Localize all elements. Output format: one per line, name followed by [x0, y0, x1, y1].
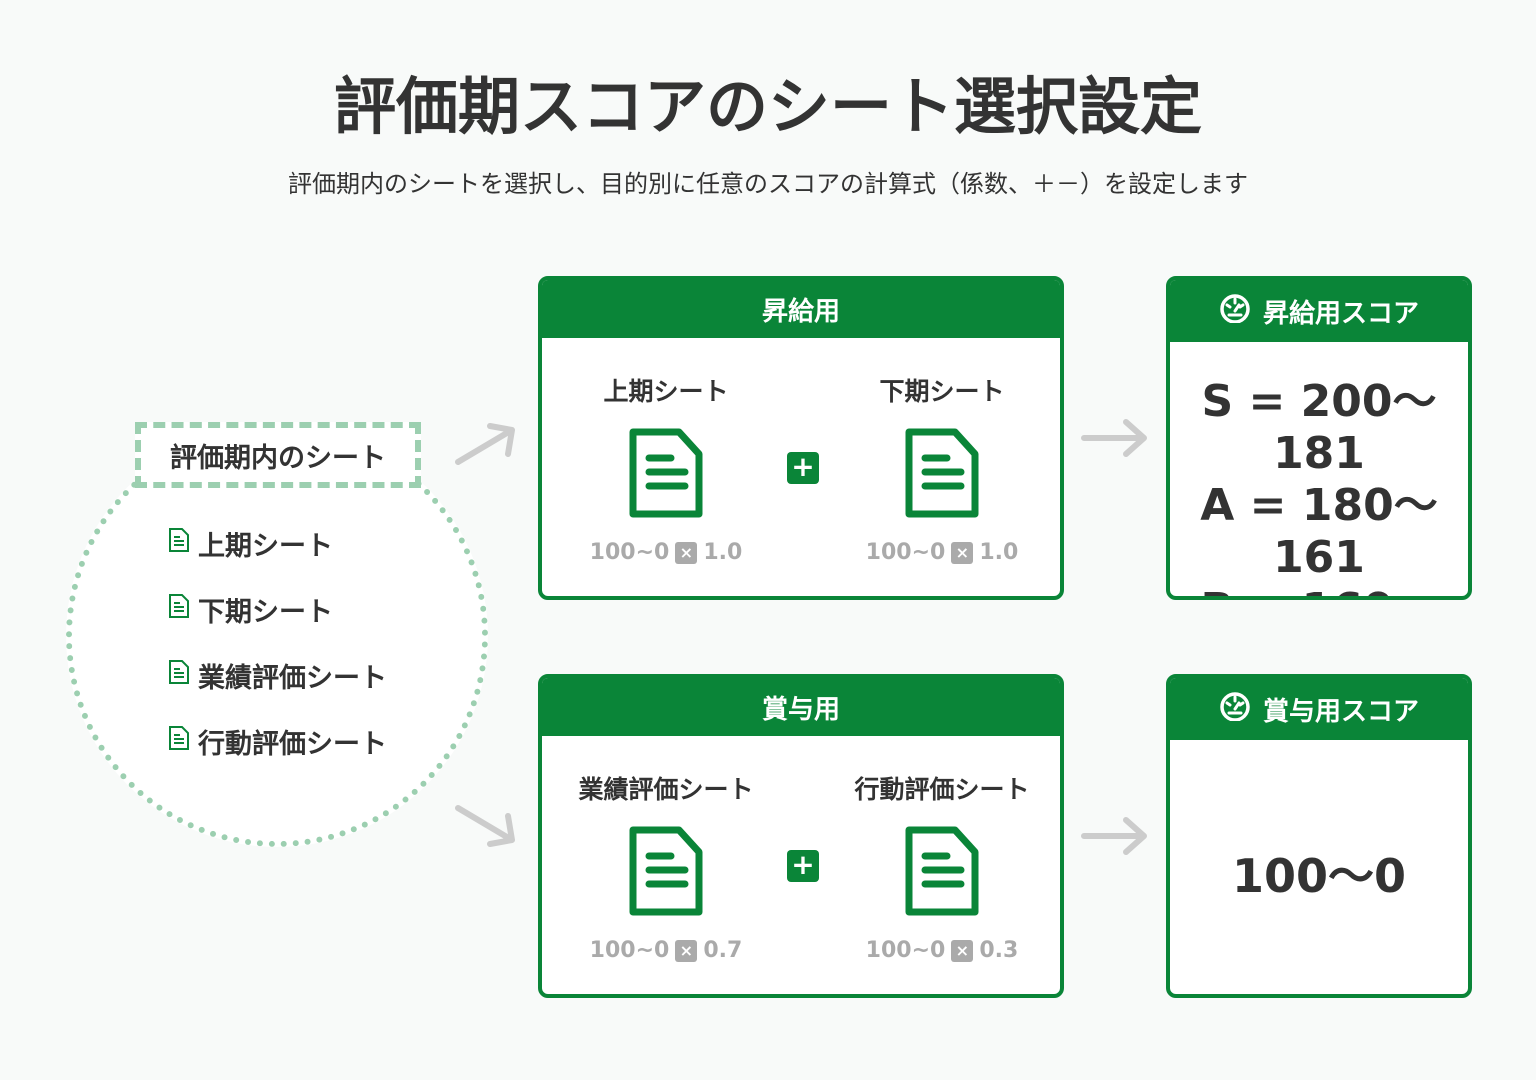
document-icon: [168, 659, 190, 692]
pool-sheet-label: 業績評価シート: [198, 663, 387, 694]
sheet-range: 100~0: [589, 938, 670, 963]
document-icon: [168, 593, 190, 626]
arrow-right-icon: [1081, 817, 1147, 855]
sheet-coefficient: 1.0: [979, 540, 1019, 565]
raise-card-title: 昇給用: [542, 280, 1060, 338]
sheet-name: 行動評価シート: [854, 775, 1030, 804]
document-icon: [168, 527, 190, 560]
pool-sheet-item[interactable]: 行動評価シート: [168, 722, 387, 761]
score-line: B = 160～141: [1170, 584, 1468, 596]
page-title: 評価期スコアのシート選択設定: [333, 70, 1202, 143]
bonus-formula-card: 賞与用 業績評価シート 100~0×0.7 行動評価シート 100~0×0.3+: [538, 674, 1064, 998]
sheet-coefficient: 0.7: [703, 938, 743, 963]
gauge-icon: [1219, 691, 1251, 728]
pool-sheet-label: 下期シート: [198, 597, 333, 628]
document-icon: [832, 428, 1052, 522]
score-line: S = 200～181: [1201, 376, 1437, 479]
plus-icon: +: [787, 452, 819, 484]
raise-score-title: 昇給用スコア: [1262, 298, 1419, 329]
sheet-range: 100~0: [865, 540, 946, 565]
document-icon: [556, 826, 776, 920]
gauge-icon: [1219, 293, 1251, 330]
raise-score-card: 昇給用スコア S = 200～181 A = 180～161 B = 160～1…: [1166, 276, 1472, 600]
pool-sheet-item[interactable]: 上期シート: [168, 524, 333, 563]
sheet-name: 下期シート: [879, 377, 1005, 406]
page-subtitle: 評価期内のシートを選択し、目的別に任意のスコアの計算式（係数、＋－）を設定します: [288, 170, 1248, 198]
sheet-pool-circle: [66, 425, 488, 847]
bonus-score-card: 賞与用スコア 100～0: [1166, 674, 1472, 998]
formula-sheet[interactable]: 上期シート 100~0×1.0: [556, 372, 776, 565]
document-icon: [556, 428, 776, 522]
pool-sheet-item[interactable]: 業績評価シート: [168, 656, 387, 695]
bonus-card-title: 賞与用: [542, 678, 1060, 736]
score-line: A = 180～161: [1200, 480, 1438, 583]
bonus-score-title: 賞与用スコア: [1262, 696, 1419, 727]
multiply-icon: ×: [675, 541, 698, 564]
pool-sheet-label: 上期シート: [198, 531, 333, 562]
sheet-range: 100~0: [589, 540, 670, 565]
sheet-range: 100~0: [865, 938, 946, 963]
plus-icon: +: [787, 850, 819, 882]
arrow-right-icon: [1081, 419, 1147, 457]
document-icon: [168, 725, 190, 758]
raise-formula-card: 昇給用 上期シート 100~0×1.0 下期シート 100~0×1.0+: [538, 276, 1064, 600]
arrow-up-right-icon: [455, 423, 515, 465]
sheet-name: 上期シート: [603, 377, 729, 406]
pool-sheet-label: 行動評価シート: [198, 729, 387, 760]
multiply-icon: ×: [951, 939, 974, 962]
multiply-icon: ×: [951, 541, 974, 564]
sheet-pool-label: 評価期内のシート: [135, 422, 421, 488]
bonus-score-value: 100～0: [1231, 849, 1407, 903]
sheet-name: 業績評価シート: [578, 775, 754, 804]
formula-sheet[interactable]: 下期シート 100~0×1.0: [832, 372, 1052, 565]
arrow-down-right-icon: [455, 805, 515, 847]
document-icon: [832, 826, 1052, 920]
sheet-coefficient: 0.3: [979, 938, 1019, 963]
multiply-icon: ×: [675, 939, 698, 962]
sheet-coefficient: 1.0: [703, 540, 743, 565]
formula-sheet[interactable]: 業績評価シート 100~0×0.7: [556, 770, 776, 963]
formula-sheet[interactable]: 行動評価シート 100~0×0.3: [832, 770, 1052, 963]
pool-sheet-item[interactable]: 下期シート: [168, 590, 333, 629]
